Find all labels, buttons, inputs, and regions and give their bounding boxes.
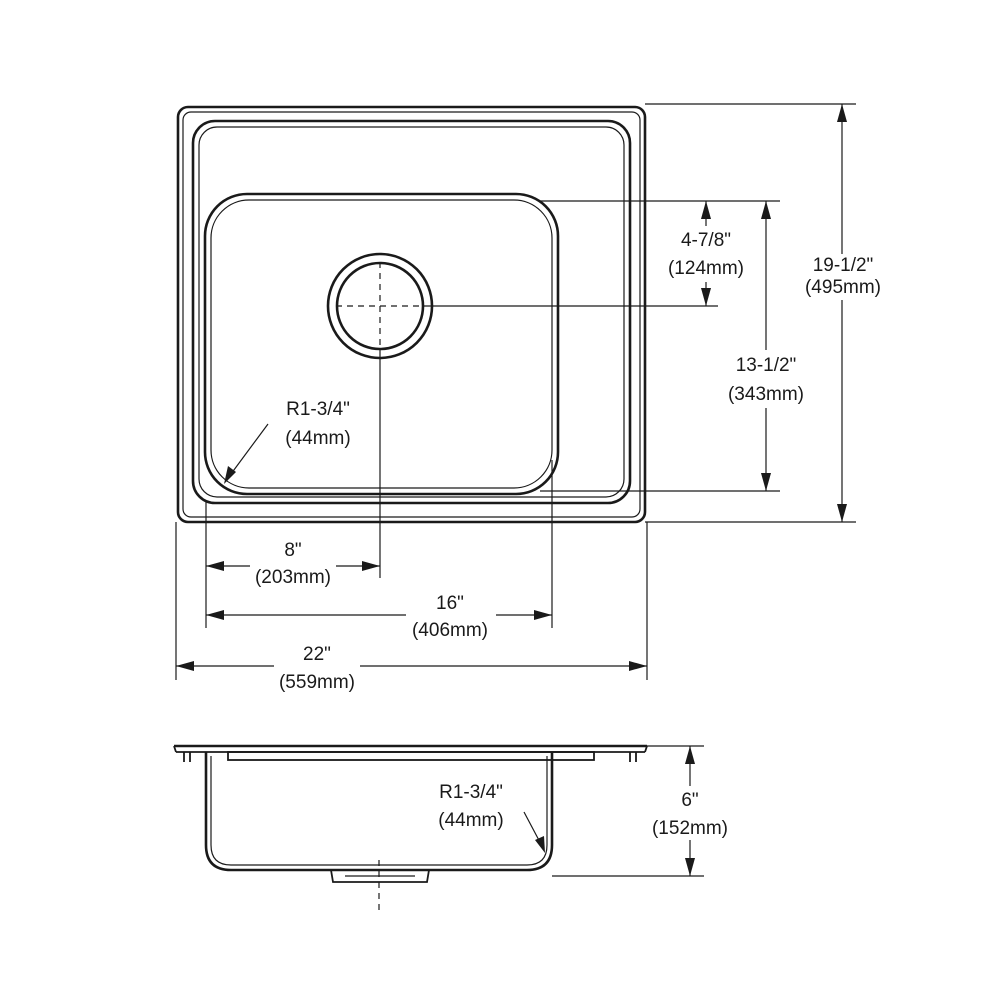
drain-offset-x-imperial: 8" [284,540,301,561]
dim-bowl-width: 16" (406mm) [206,590,552,641]
bowl-length-metric: (343mm) [728,384,804,405]
bowl-width-imperial: 16" [436,593,464,614]
side-view [173,744,648,910]
dim-drain-offset-x: 8" (203mm) [206,540,380,588]
dim-depth: 6" (152mm) [552,745,734,877]
depth-imperial: 6" [681,790,698,811]
dim-bowl-length: 13-1/2" (343mm) [724,201,810,491]
corner-radius-top-imperial: R1-3/4" [286,399,350,420]
rim-inner-edge [182,111,641,518]
dim-corner-radius-side: R1-3/4" (44mm) [438,782,545,853]
bowl-inner-edge [210,199,553,489]
drain-offset-y-imperial: 4-7/8" [681,230,731,251]
width-metric: (559mm) [279,672,355,693]
length-imperial: 19-1/2" [813,255,874,276]
outer-rim [176,105,647,524]
top-view [176,105,647,524]
drain-offset-y-metric: (124mm) [668,258,744,279]
bowl-width-metric: (406mm) [412,620,488,641]
dim-overall-length: 19-1/2" (495mm) [800,104,886,522]
width-imperial: 22" [303,644,331,665]
dim-corner-radius-top: R1-3/4" (44mm) [224,399,351,484]
side-bowl-outline [204,752,554,872]
bowl-length-imperial: 13-1/2" [736,355,797,376]
deck-inner-edge [198,126,625,498]
extension-lines-top [175,103,856,680]
bowl-outline [203,192,560,496]
length-metric: (495mm) [805,277,881,298]
corner-radius-side-metric: (44mm) [438,810,503,831]
deck-outline [191,119,632,505]
corner-radius-side-imperial: R1-3/4" [439,782,503,803]
dim-overall-width: 22" (559mm) [176,640,647,693]
corner-radius-top-metric: (44mm) [285,428,350,449]
drain-offset-x-metric: (203mm) [255,567,331,588]
dim-drain-offset-y: 4-7/8" (124mm) [668,201,744,306]
side-drain [330,869,430,883]
depth-metric: (152mm) [652,818,728,839]
